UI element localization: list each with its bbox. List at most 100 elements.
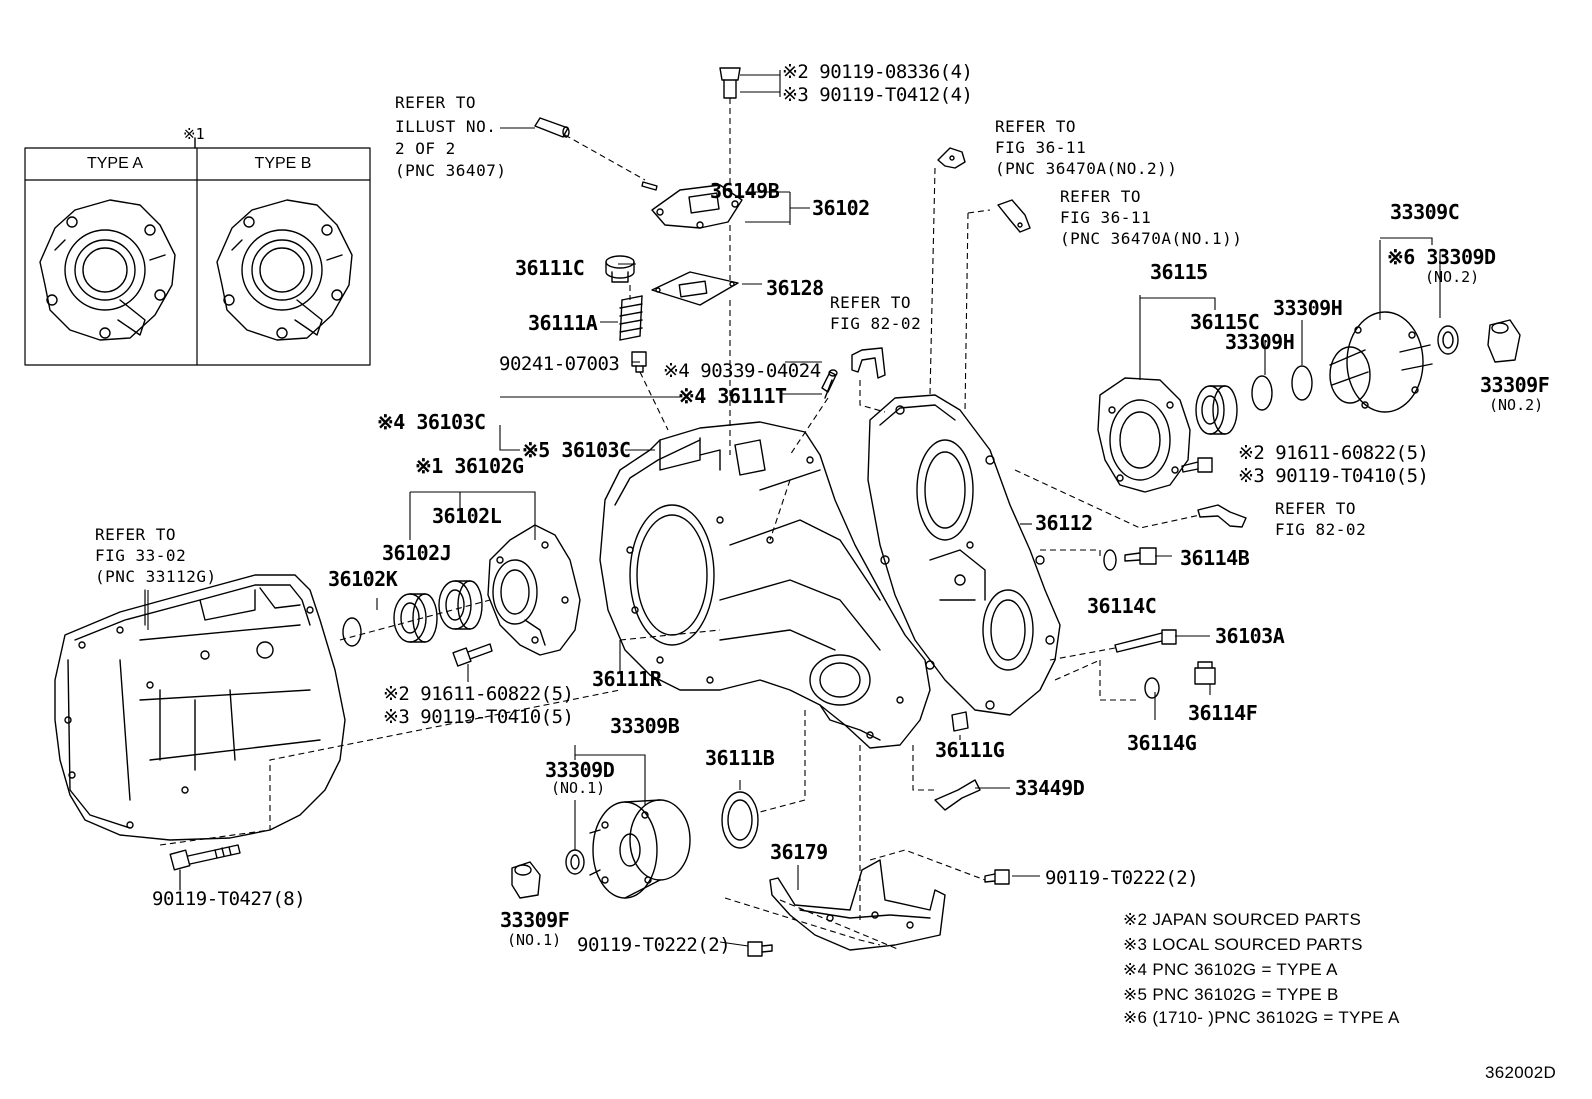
ref-fig82-top-l1: REFER TO	[830, 293, 912, 312]
ref-illust-l2: ILLUST NO.	[395, 117, 497, 136]
spring-36111a	[619, 295, 643, 341]
bracket-82-02-right	[1197, 504, 1247, 528]
transmission-case-ref	[54, 574, 346, 841]
part-36111c: 36111C	[515, 256, 585, 280]
part-90339-04024: ※4 90339-04024	[663, 360, 821, 382]
part-36115: 36115	[1150, 260, 1208, 284]
part-36128: 36128	[766, 276, 824, 300]
ref-fig36-no2-l3: (PNC 36470A(NO.2))	[995, 159, 1178, 178]
part-36179: 36179	[770, 840, 828, 864]
part-33309f-no2-qualifier: (NO.2)	[1489, 396, 1544, 414]
bolt-90119-t0222-right	[984, 869, 1010, 885]
oil-seal-33309d-no2	[1437, 325, 1459, 355]
part-33309f-no2: 33309F	[1480, 373, 1550, 397]
bolt-36114b	[1124, 547, 1157, 565]
flange-33309c	[1329, 311, 1433, 413]
type-a-bearing-retainer	[39, 199, 176, 341]
part-36102g: ※1 36102G	[415, 454, 524, 478]
washer-36114g	[1144, 677, 1160, 699]
part-36114b: 36114B	[1180, 546, 1250, 570]
plug-36111c	[605, 255, 635, 283]
bracket-82-02-top	[851, 347, 886, 379]
retainer-36115	[1097, 377, 1191, 493]
part-33309b: 33309B	[610, 714, 680, 738]
pin-36111g	[951, 711, 969, 732]
bearing-retainer-36102g	[487, 524, 581, 656]
part-33309c: 33309C	[1390, 200, 1460, 224]
bearing-36102l	[438, 580, 483, 630]
part-36114f: 36114F	[1188, 701, 1258, 725]
transfer-case-36112	[867, 394, 1061, 716]
part-90241-07003: 90241-07003	[499, 353, 620, 375]
part-36114c: 36114C	[1087, 594, 1157, 618]
part-36111g: 36111G	[935, 738, 1005, 762]
bolt-36103a	[1114, 629, 1177, 653]
part-36114g: 36114G	[1127, 731, 1197, 755]
ref-fig36-no2-l1: REFER TO	[995, 117, 1077, 136]
ref-fig33-l1: REFER TO	[95, 525, 177, 544]
footnote-4: ※4 PNC 36102G = TYPE A	[1123, 960, 1338, 979]
cap-33309f-no2	[1487, 319, 1521, 363]
ref-illust-l4: (PNC 36407)	[395, 161, 507, 180]
bearing-36102j	[393, 593, 438, 643]
type-inset-table	[24, 137, 371, 366]
part-36103c-type-b: ※5 36103C	[522, 438, 631, 462]
oil-seal-36111b	[721, 791, 759, 849]
bearing-36115c	[1195, 385, 1238, 435]
footnote-3: ※3 LOCAL SOURCED PARTS	[1123, 935, 1363, 954]
o-ring-36102k	[342, 617, 362, 647]
footnote-6: ※6 (1710- )PNC 36102G = TYPE A	[1123, 1008, 1400, 1027]
skid-plate-36179	[769, 859, 946, 951]
part-90119-t0222-left: 90119-T0222(2)	[577, 934, 731, 956]
bolt-90119-t0222-left	[747, 941, 773, 957]
ref-fig36-no1-l2: FIG 36-11	[1060, 208, 1152, 227]
ref-fig36-no2-l2: FIG 36-11	[995, 138, 1087, 157]
leader-lines	[147, 70, 1441, 947]
part-33309d-no2: ※6 33309D	[1387, 245, 1496, 269]
bolt-36114f	[1194, 661, 1216, 685]
part-33449d: 33449D	[1015, 776, 1085, 800]
cover-36102	[651, 184, 743, 229]
part-90119-t0427: 90119-T0427(8)	[152, 888, 306, 910]
part-33309h-upper: 33309H	[1273, 296, 1343, 320]
footnote-2: ※2 JAPAN SOURCED PARTS	[1123, 910, 1362, 929]
bracket-33449d	[934, 779, 981, 811]
part-36103a: 36103A	[1215, 624, 1285, 648]
bolt-91611-right	[1181, 457, 1213, 473]
cap-33309f-no1	[511, 861, 541, 899]
inset-type-b-label: TYPE B	[254, 155, 312, 172]
part-91611-60822-left: ※2 91611-60822(5)	[383, 683, 574, 705]
ref-fig36-no1-l3: (PNC 36470A(NO.1))	[1060, 229, 1243, 248]
part-36102: 36102	[812, 196, 870, 220]
part-33309d-no1: 33309D	[545, 758, 615, 782]
ref-fig82-right-l1: REFER TO	[1275, 499, 1357, 518]
ref-fig82-right-l2: FIG 82-02	[1275, 520, 1367, 539]
part-36149b: 36149B	[710, 179, 780, 203]
bolt-90119-08336	[719, 67, 741, 99]
part-36103c-type-a: ※4 36103C	[377, 410, 486, 434]
ref-illust-l1: REFER TO	[395, 93, 477, 112]
part-33309f-no1: 33309F	[500, 908, 570, 932]
gasket-36128	[651, 271, 739, 306]
flange-33309b	[589, 799, 691, 899]
part-90119-t0412: ※3 90119-T0412(4)	[782, 84, 973, 106]
part-90119-t0410-left: ※3 90119-T0410(5)	[383, 706, 574, 728]
spacer-33309h-2	[1291, 365, 1313, 401]
breather-tube	[534, 117, 570, 138]
ref-fig33-l3: (PNC 33112G)	[95, 567, 217, 586]
dashed-assembly-lines	[159, 98, 1201, 951]
part-33309f-no1-qualifier: (NO.1)	[507, 931, 562, 949]
part-90119-08336: ※2 90119-08336(4)	[782, 61, 973, 83]
ref-illust-l3: 2 OF 2	[395, 139, 456, 158]
ref-fig36-no1-l1: REFER TO	[1060, 187, 1142, 206]
part-33309h-lower: 33309H	[1225, 330, 1295, 354]
part-36115c: 36115C	[1190, 310, 1260, 334]
bolt-36149b	[641, 181, 658, 191]
inset-mark: ※1	[183, 125, 205, 143]
part-36111r: 36111R	[592, 667, 662, 691]
bracket-36470a-no2	[937, 147, 966, 169]
footnote-5: ※5 PNC 36102G = TYPE B	[1123, 985, 1339, 1004]
part-91611-60822-right: ※2 91611-60822(5)	[1238, 442, 1429, 464]
part-36102l: 36102L	[432, 504, 502, 528]
